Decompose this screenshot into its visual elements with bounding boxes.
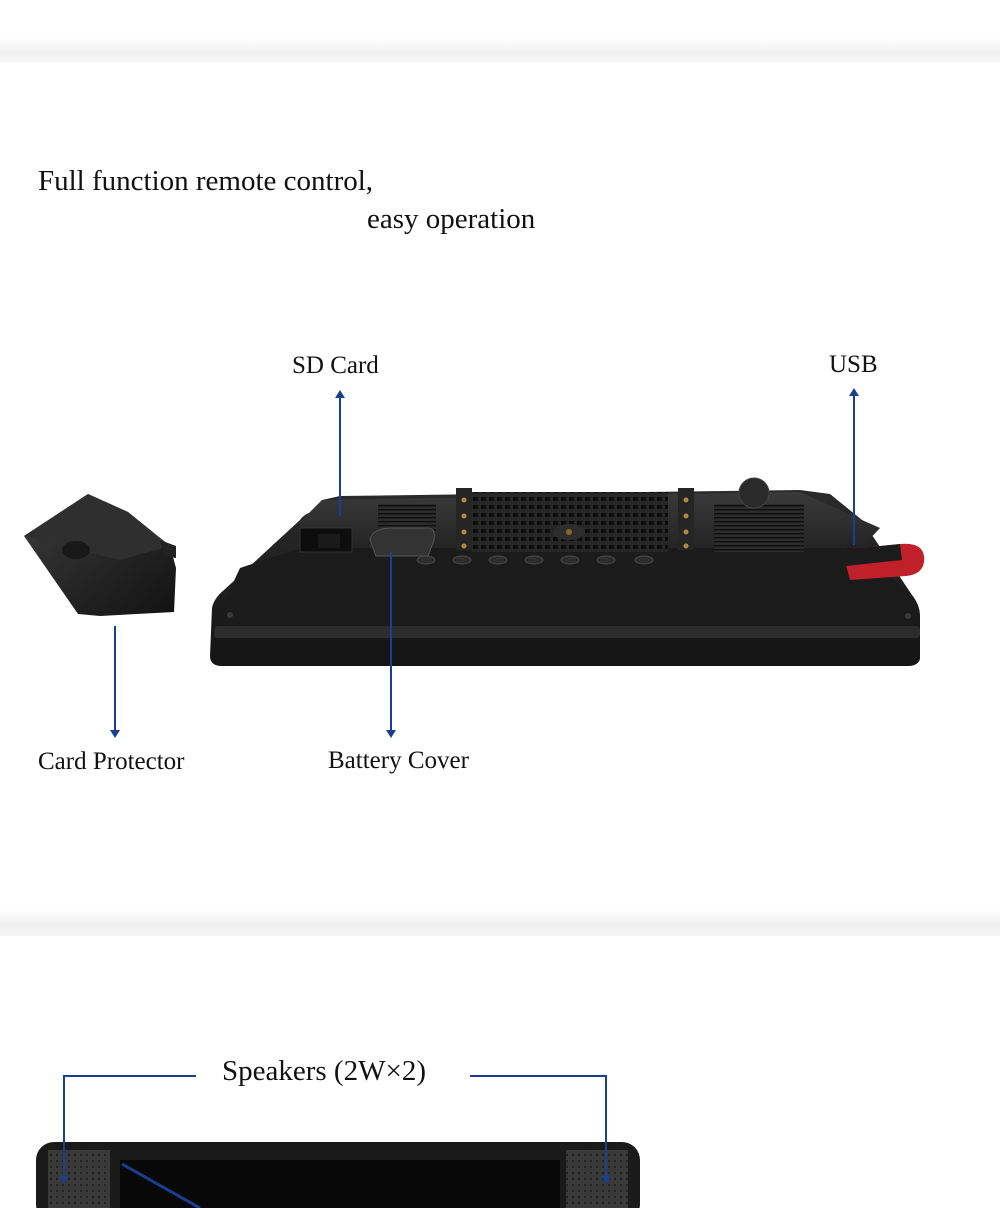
callout-arrows bbox=[110, 388, 859, 738]
section-divider-middle bbox=[0, 910, 1000, 936]
card-protector-label: Card Protector bbox=[38, 748, 185, 775]
headline-line-2: easy operation bbox=[367, 203, 536, 235]
device-front-view bbox=[36, 1142, 640, 1208]
speakers-label: Speakers (2W×2) bbox=[218, 1057, 430, 1086]
sd-card-label: SD Card bbox=[292, 352, 379, 379]
headline-line-1: Full function remote control, bbox=[38, 165, 374, 197]
device-back-view bbox=[210, 477, 925, 666]
left-speaker-arrow bbox=[59, 1075, 196, 1184]
card-protector-cap bbox=[24, 494, 176, 616]
usb-label: USB bbox=[829, 351, 878, 378]
section-divider-top bbox=[0, 38, 1000, 62]
right-speaker-arrow bbox=[470, 1075, 611, 1184]
battery-cover-label: Battery Cover bbox=[328, 747, 469, 774]
speaker-bracket bbox=[59, 1075, 611, 1184]
